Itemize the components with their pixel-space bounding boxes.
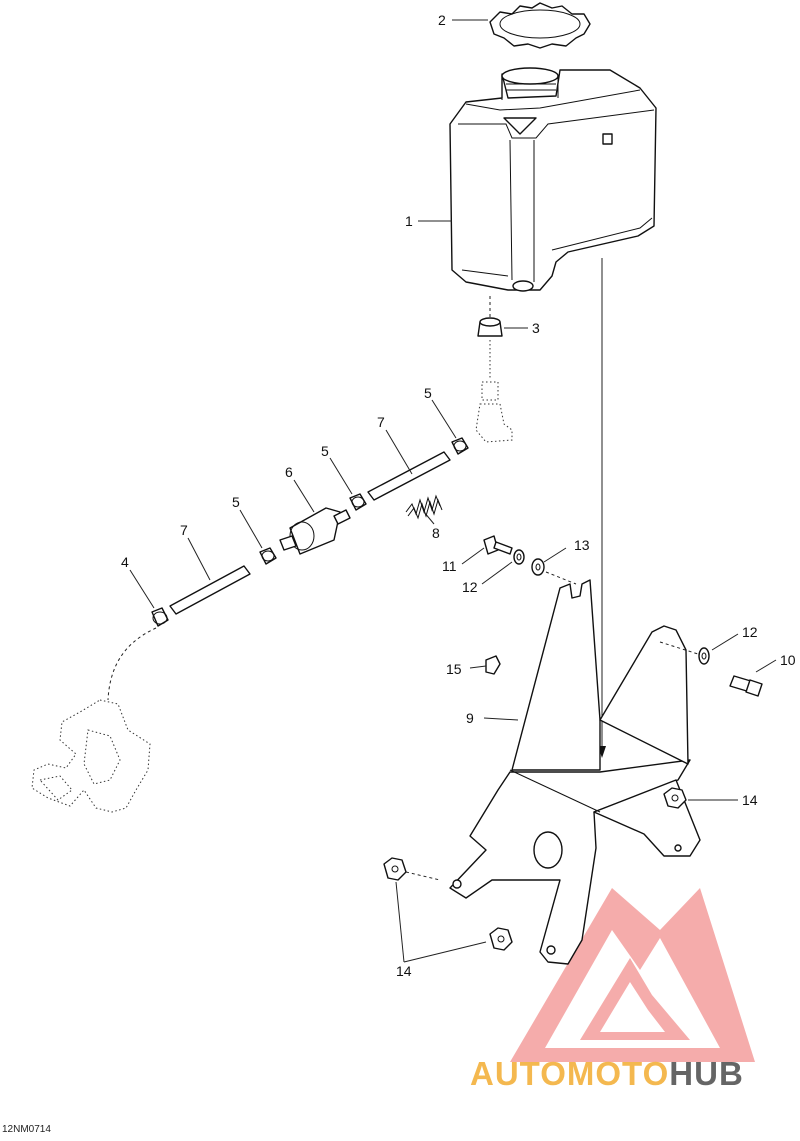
hose-route (107, 627, 157, 701)
mounting-bracket (449, 579, 701, 965)
washer-upper (513, 549, 525, 565)
outlet-fitting (475, 340, 513, 443)
callout-14-bracket: 14 (742, 792, 758, 808)
bolt-lower (729, 675, 763, 697)
callout-2: 2 (438, 12, 446, 28)
callout-5-lower: 5 (232, 494, 240, 510)
oil-tank (449, 67, 657, 292)
bolt-axis-lower (659, 641, 699, 655)
clip (485, 655, 501, 675)
callout-7-lower: 7 (180, 522, 188, 538)
nut-right (489, 927, 513, 951)
clamp-end (151, 607, 169, 627)
callout-12-lower: 12 (742, 624, 758, 640)
bolt-axis-upper (545, 571, 577, 585)
drawing-code: 12NM0714 (2, 1124, 51, 1135)
watermark-brand-part1: AUTOMOTO (470, 1055, 670, 1092)
callout-3: 3 (532, 320, 540, 336)
callout-5-middle: 5 (321, 443, 329, 459)
hose-lower (169, 565, 251, 615)
clamp-upper (451, 437, 469, 455)
clamp-middle (349, 493, 367, 511)
grommet (477, 296, 503, 337)
callout-1: 1 (405, 213, 413, 229)
callout-7-upper: 7 (377, 414, 385, 430)
clamp-lower (259, 547, 277, 565)
nut-left (383, 857, 407, 881)
callout-labels: 2 1 3 5 7 5 6 5 7 4 8 11 12 13 15 9 12 1… (121, 12, 796, 979)
flat-washer (531, 558, 545, 576)
callout-14-nuts: 14 (396, 963, 412, 979)
washer-lower (698, 647, 710, 665)
callout-9: 9 (466, 710, 474, 726)
nut-bracket (663, 787, 687, 809)
nut-axis (405, 871, 441, 881)
hose-upper (367, 451, 451, 501)
watermark-logo (510, 888, 755, 1062)
engine-pump-outline (31, 699, 151, 813)
callout-10: 10 (780, 652, 796, 668)
leader-lines (129, 19, 777, 963)
watermark-brand: AUTOMOTOHUB (470, 1055, 744, 1093)
callout-4: 4 (121, 554, 129, 570)
tank-cap (489, 2, 591, 49)
oil-filter (279, 507, 351, 555)
callout-13: 13 (574, 537, 590, 553)
watermark-brand-part2: HUB (669, 1055, 744, 1092)
callout-5-upper: 5 (424, 385, 432, 401)
callout-8: 8 (432, 525, 440, 541)
callout-12-upper: 12 (462, 579, 478, 595)
callout-11: 11 (442, 558, 457, 574)
spring (405, 494, 443, 520)
callout-6: 6 (285, 464, 293, 480)
callout-15: 15 (446, 661, 462, 677)
bolt-upper (483, 535, 513, 555)
